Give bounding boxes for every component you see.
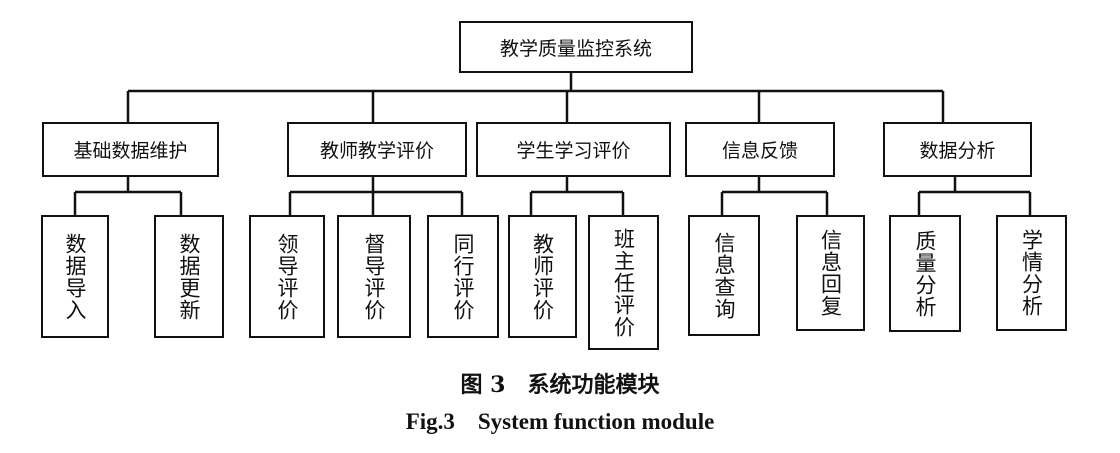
- leaf-label: 学情分析: [1019, 229, 1044, 317]
- module-student-evaluation: 学生学习评价: [476, 122, 671, 177]
- leaf-label: 同行评价: [451, 232, 476, 321]
- module-label: 基础数据维护: [73, 140, 188, 162]
- leaf-data-import: 数据导入: [41, 215, 109, 338]
- module-feedback: 信息反馈: [685, 122, 835, 177]
- leaf-label: 数据导入: [63, 232, 88, 321]
- module-label: 教师教学评价: [319, 140, 434, 162]
- leaf-quality-analysis: 质量分析: [889, 215, 961, 332]
- leaf-teacher-review: 教师评价: [508, 215, 577, 338]
- leaf-info-reply: 信息回复: [796, 215, 865, 331]
- root-node: 教学质量监控系统: [459, 21, 693, 73]
- module-data-analysis: 数据分析: [883, 122, 1032, 177]
- leaf-peer-evaluation: 同行评价: [427, 215, 499, 338]
- figure-caption-english: Fig.3 System function module: [405, 409, 715, 434]
- leaf-info-query: 信息查询: [688, 215, 760, 336]
- leaf-label: 督导评价: [362, 232, 387, 321]
- leaf-label: 信息查询: [712, 231, 737, 320]
- leaf-label: 质量分析: [913, 229, 938, 318]
- leaf-label: 数据更新: [177, 232, 202, 321]
- leaf-label: 信息回复: [818, 229, 843, 317]
- figure-caption-chinese: 图 3 系统功能模块: [460, 372, 660, 398]
- leaf-label: 教师评价: [530, 232, 555, 321]
- leaf-label: 班主任评价: [611, 227, 636, 338]
- leaf-leader-evaluation: 领导评价: [249, 215, 325, 338]
- module-label: 数据分析: [919, 140, 996, 162]
- leaf-data-update: 数据更新: [154, 215, 224, 338]
- module-label: 学生学习评价: [516, 140, 631, 162]
- module-basic-data: 基础数据维护: [42, 122, 219, 177]
- root-node-label: 教学质量监控系统: [499, 37, 652, 60]
- leaf-label: 领导评价: [275, 232, 300, 321]
- module-teacher-evaluation: 教师教学评价: [287, 122, 467, 177]
- leaf-headteacher-review: 班主任评价: [588, 215, 659, 350]
- leaf-learning-analysis: 学情分析: [996, 215, 1067, 331]
- module-label: 信息反馈: [721, 140, 798, 162]
- leaf-supervisor-evaluation: 督导评价: [337, 215, 411, 338]
